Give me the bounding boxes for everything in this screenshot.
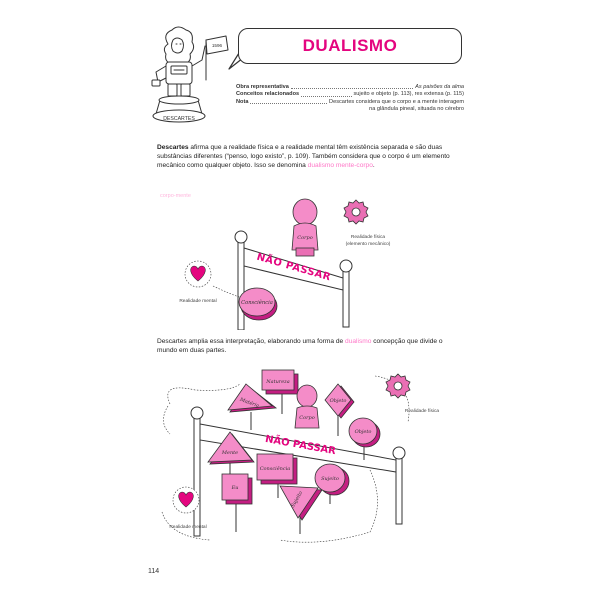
descartes-statue-illustration: DESCARTES 1596 (151, 26, 229, 123)
flag-label: 1596 (212, 43, 223, 48)
matter-sign: Matéria (227, 383, 278, 430)
gear-icon (385, 373, 411, 399)
figure-two-worlds: NÃO PASSAR Natureza Matéria Corpo Objeto… (161, 369, 439, 543)
object-sign-2: Objeto (348, 417, 381, 460)
physical-reality-label: Realidade física (351, 234, 385, 240)
title-box: DUALISMO (238, 28, 462, 64)
gear-icon (343, 199, 369, 225)
body-figure: Corpo (294, 384, 320, 429)
heart-icon (184, 260, 212, 288)
subject-sign-1: Sujeito (314, 463, 350, 504)
svg-text:Objeto: Objeto (330, 398, 347, 404)
meta-note-continuation: na glândula pineal, situada no cérebro (369, 106, 464, 113)
page-number: 114 (148, 568, 160, 575)
svg-text:Corpo: Corpo (299, 415, 314, 421)
svg-text:Mente: Mente (221, 450, 238, 456)
highlight-term: dualismo mente-corpo (307, 162, 373, 170)
subject-sign-2: Sujeito (279, 485, 323, 534)
svg-text:Natureza: Natureza (265, 379, 290, 385)
self-sign: Eu (221, 473, 253, 532)
svg-text:Sujeito: Sujeito (321, 476, 339, 482)
consciousness-disc: Consciência (238, 287, 278, 321)
left-post (190, 406, 204, 537)
lead-word: Descartes (157, 144, 189, 151)
svg-text:Corpo: Corpo (297, 235, 312, 241)
svg-text:Consciência: Consciência (260, 465, 291, 472)
left-post (234, 230, 248, 330)
mind-sign: Mente (207, 431, 255, 478)
page-title: DUALISMO (302, 36, 398, 55)
highlight-term-2: dualismo (345, 338, 372, 345)
consciousness-sign: Consciência (256, 453, 298, 498)
physical-reality-label: Realidade física (405, 408, 439, 414)
figure-mind-body: NÃO PASSAR Corpo Realidade física (eleme… (179, 198, 391, 330)
svg-text:Eu: Eu (231, 485, 239, 491)
mental-reality-label: Realidade mental (169, 524, 206, 530)
mechanical-element-label: (elemento mecânico) (346, 241, 391, 247)
heart-icon (172, 486, 200, 514)
intro-paragraph: Descartes afirma que a realidade física … (157, 144, 450, 170)
barrier-tape (199, 423, 397, 473)
right-post (392, 446, 406, 525)
second-paragraph: Descartes amplia essa interpretação, ela… (157, 338, 443, 355)
nature-sign: Natureza (261, 369, 299, 414)
faded-note: corpo-mente (160, 193, 191, 199)
svg-text:Objeto: Objeto (355, 429, 372, 435)
object-sign-1: Objeto (324, 383, 355, 436)
barrier-tape (243, 247, 344, 291)
right-post (339, 259, 353, 328)
body-figure: Corpo (291, 198, 319, 257)
mental-reality-label: Realidade mental (179, 298, 216, 304)
svg-text:Consciência: Consciência (241, 299, 273, 306)
statue-label: DESCARTES (163, 116, 195, 122)
